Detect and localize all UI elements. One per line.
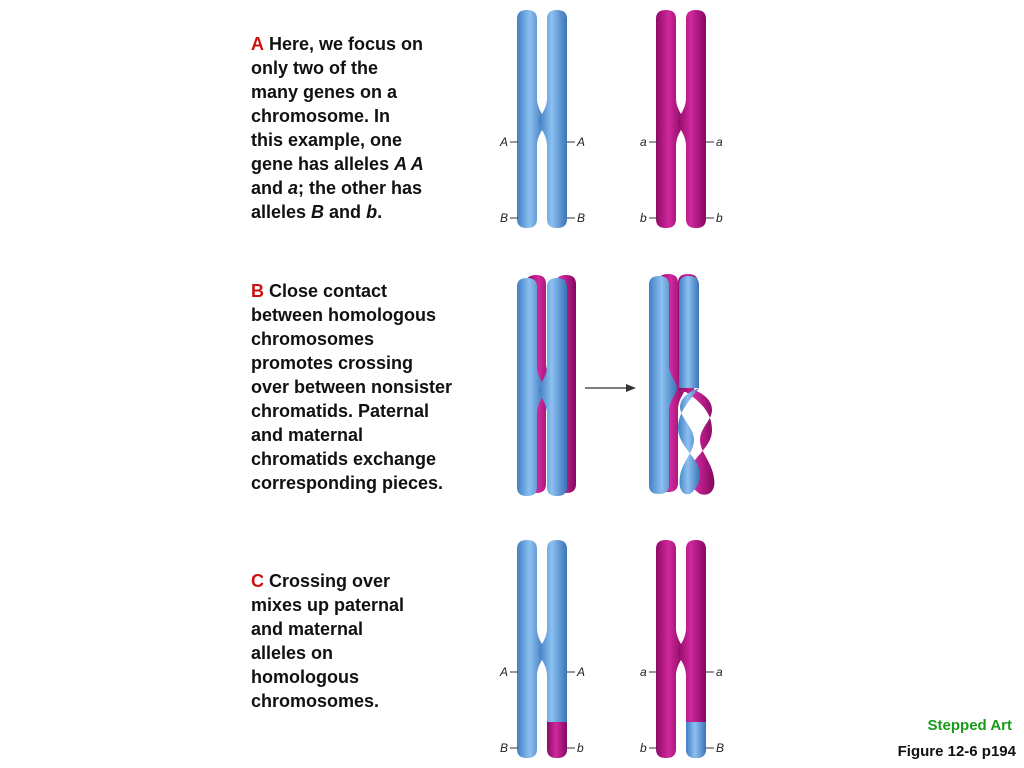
panel-a-line-1: Here, we focus on bbox=[269, 34, 424, 54]
panel-b-line-7: and maternal bbox=[251, 425, 364, 445]
panel-b-letter: B bbox=[251, 281, 264, 301]
crossing-arrow bbox=[585, 384, 636, 392]
label-A-left-a: A bbox=[499, 135, 508, 149]
label-b-right-c: b bbox=[577, 741, 584, 755]
label-a-right-c: a bbox=[716, 665, 723, 679]
panel-b-line-6: chromatids. Paternal bbox=[251, 401, 430, 421]
panel-c-line-3: and maternal bbox=[251, 619, 364, 639]
panel-a-allele-labels bbox=[510, 141, 714, 219]
panel-a-paternal-chromosome bbox=[517, 10, 567, 228]
label-A-right-a: A bbox=[576, 135, 585, 149]
panel-a-line-7-post: ; the other has bbox=[298, 178, 423, 198]
panel-c-maternal-chromosome bbox=[656, 540, 706, 758]
label-A-right-c: A bbox=[576, 665, 585, 679]
panel-a-letter: A bbox=[251, 34, 264, 54]
label-b-left-c: b bbox=[640, 741, 647, 755]
crossover-maternal-segment bbox=[679, 388, 715, 495]
label-a-left-c: a bbox=[640, 665, 647, 679]
panel-b-line-5: over between nonsister bbox=[251, 377, 453, 397]
panel-a-line-7-allele: a bbox=[288, 178, 299, 198]
panel-c-line-5: homologous bbox=[251, 667, 359, 687]
panel-a-line-6-allele: A A bbox=[394, 154, 424, 174]
stepped-art-label: Stepped Art bbox=[927, 717, 1012, 734]
label-b-right-a: b bbox=[716, 211, 723, 225]
panel-a-line-2: only two of the bbox=[251, 58, 378, 78]
panel-a-line-8-post: . bbox=[377, 202, 383, 222]
panel-c-line-1: Crossing over bbox=[269, 571, 391, 591]
panel-a-line-7-pre: and bbox=[251, 178, 289, 198]
label-B-left-c: B bbox=[500, 741, 508, 755]
panel-a-line-8-allele-2: b bbox=[366, 202, 378, 222]
panel-b-line-2: between homologous bbox=[251, 305, 437, 325]
panel-a-line-3: many genes on a bbox=[251, 82, 398, 102]
label-B-right-c: B bbox=[716, 741, 724, 755]
label-A-left-c: A bbox=[499, 665, 508, 679]
panel-b-crossover-chromosomes bbox=[649, 274, 715, 495]
label-b-left-a: b bbox=[640, 211, 647, 225]
crossover-paternal-segment bbox=[678, 388, 700, 495]
recombinant-magenta-tip bbox=[547, 722, 567, 758]
panel-b-line-3: chromosomes bbox=[251, 329, 375, 349]
panel-b-line-4: promotes crossing bbox=[251, 353, 414, 373]
panel-c-paternal-chromosome bbox=[517, 540, 567, 758]
panel-c-line-4: alleles on bbox=[251, 643, 334, 663]
recombinant-blue-tip bbox=[686, 722, 706, 758]
panel-a-line-6: gene has alleles bbox=[251, 154, 395, 174]
label-a-left-a: a bbox=[640, 135, 647, 149]
panel-b-line-8: chromatids exchange bbox=[251, 449, 437, 469]
panel-b-paired-chromosomes bbox=[517, 275, 576, 496]
panel-c-line-6: chromosomes. bbox=[251, 691, 380, 711]
panel-c-allele-lines bbox=[510, 671, 714, 749]
panel-a-maternal-chromosome bbox=[656, 10, 706, 228]
paternal-chromatid-right bbox=[539, 10, 567, 228]
panel-b-line-9: corresponding pieces. bbox=[251, 473, 444, 493]
label-B-right-a: B bbox=[577, 211, 585, 225]
paternal-chromatid-crossover-right-top bbox=[679, 276, 699, 388]
label-B-left-a: B bbox=[500, 211, 508, 225]
panel-a-line-8-mid: and bbox=[324, 202, 367, 222]
panel-a-line-4: chromosome. In bbox=[251, 106, 391, 126]
panel-a-line-5: this example, one bbox=[251, 130, 403, 150]
figure-reference: Figure 12-6 p194 bbox=[897, 743, 1016, 760]
panel-c-line-2: mixes up paternal bbox=[251, 595, 405, 615]
panel-b-line-1: Close contact bbox=[269, 281, 388, 301]
panel-a-line-8-pre: alleles bbox=[251, 202, 312, 222]
label-a-right-a: a bbox=[716, 135, 723, 149]
maternal-chromatid-right bbox=[678, 10, 706, 228]
panel-a-line-8-allele-1: B bbox=[311, 202, 325, 222]
panel-c-letter: C bbox=[251, 571, 264, 591]
